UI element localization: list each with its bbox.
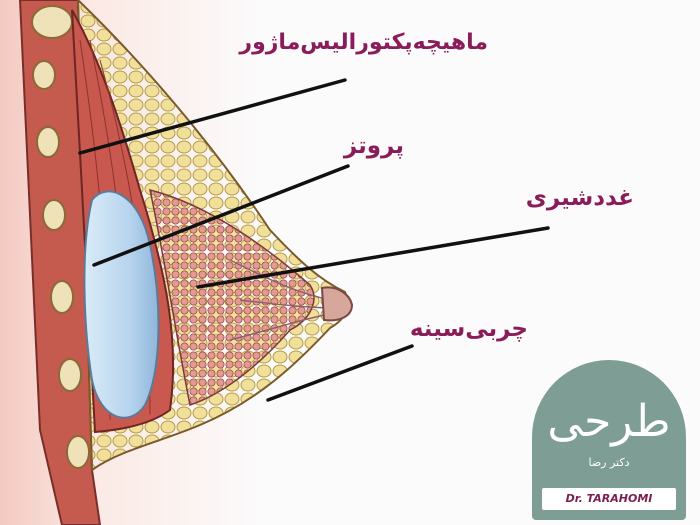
logo-badge: طرحی دکتر رضا Dr. TARAHOMI bbox=[532, 360, 686, 520]
logo-name: Dr. TARAHOMI bbox=[542, 488, 676, 510]
nipple bbox=[320, 286, 354, 322]
label-implant: پروتز bbox=[343, 133, 404, 159]
leader-lines bbox=[78, 78, 550, 402]
ribs bbox=[31, 5, 90, 469]
rib bbox=[36, 126, 60, 158]
leader-line-implant bbox=[92, 164, 350, 267]
rib bbox=[66, 435, 90, 469]
leader-line-fat bbox=[266, 344, 414, 402]
leader-line-muscle bbox=[78, 78, 347, 155]
label-pectoralis-muscle: ماهیچه‌پکتورالیس‌ماژور bbox=[239, 30, 488, 55]
logo-script: طرحی bbox=[547, 396, 671, 447]
rib bbox=[31, 5, 73, 39]
rib bbox=[42, 199, 66, 231]
label-breast-fat: چربی‌سینه bbox=[409, 316, 528, 342]
mammary-gland bbox=[149, 188, 315, 406]
rib bbox=[50, 280, 74, 314]
rib bbox=[32, 60, 56, 90]
rib bbox=[58, 358, 82, 392]
logo-subtitle: دکتر رضا bbox=[588, 456, 630, 469]
label-mammary-gland: غدد‌شیری bbox=[525, 185, 634, 211]
leader-line-gland bbox=[196, 226, 550, 289]
